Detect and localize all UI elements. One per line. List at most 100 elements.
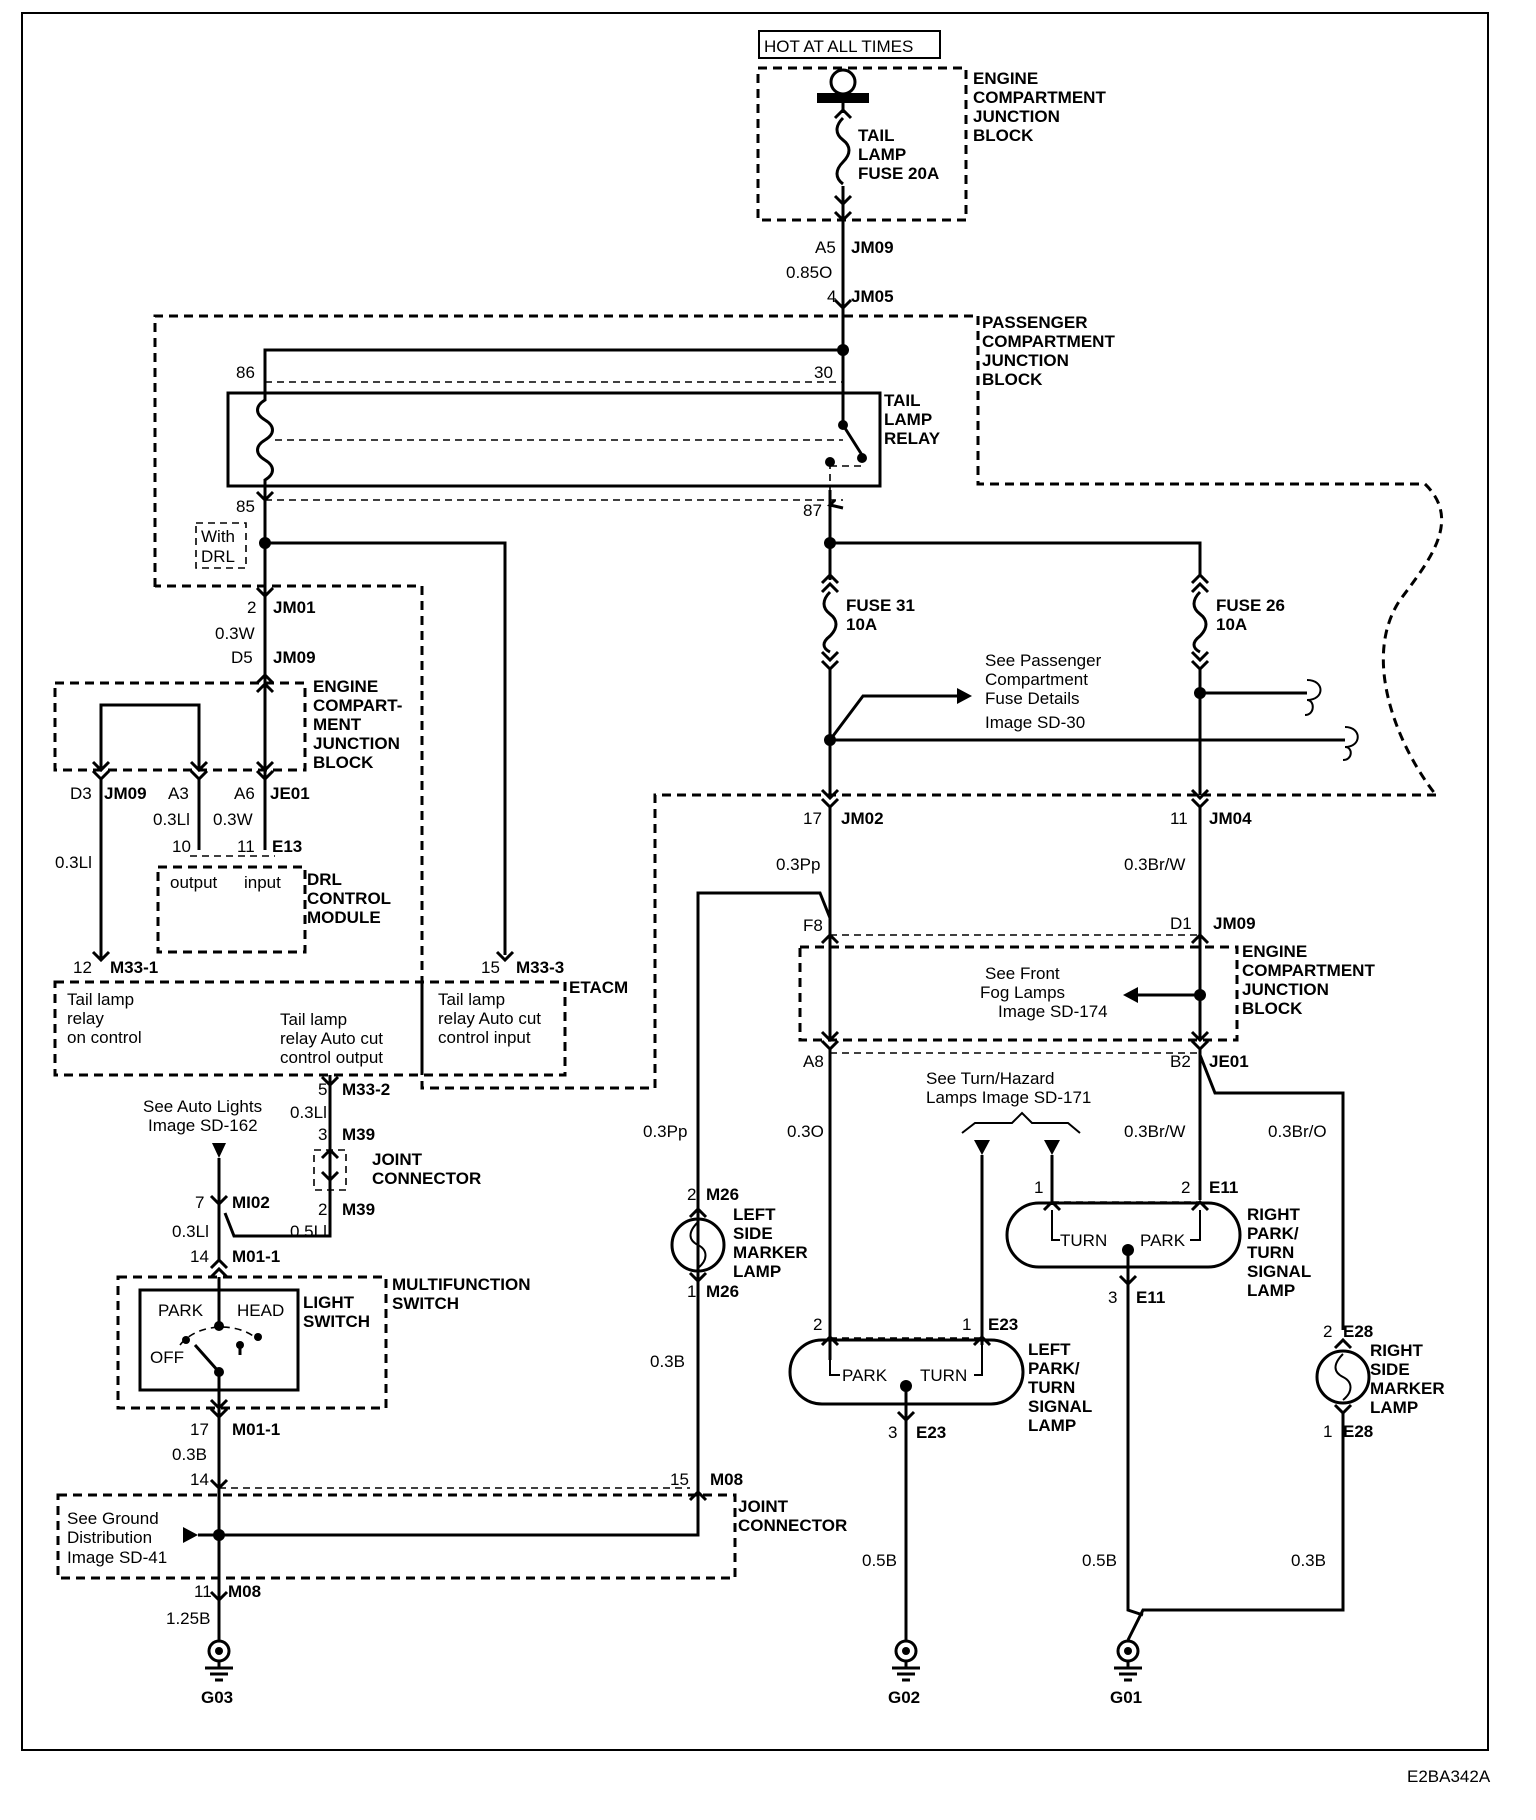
- wire-0.5li: 0.5Ll: [290, 1222, 327, 1241]
- wire-0.3b-a: 0.3B: [172, 1445, 207, 1464]
- svg-text:ENGINE: ENGINE: [1242, 942, 1307, 961]
- fuse-26-label: FUSE 26 10A: [1216, 596, 1285, 634]
- svg-text:control output: control output: [280, 1048, 383, 1067]
- etacm-label: ETACM: [569, 978, 628, 997]
- m26-1-conn: M26: [706, 1282, 739, 1301]
- svg-text:FUSE 31: FUSE 31: [846, 596, 915, 615]
- svg-text:See Ground: See Ground: [67, 1509, 159, 1528]
- light-switch-contact-icon: [193, 1277, 221, 1418]
- svg-text:LEFT: LEFT: [1028, 1340, 1071, 1359]
- svg-text:CONNECTOR: CONNECTOR: [738, 1516, 847, 1535]
- e11-1-pin: 1: [1034, 1178, 1043, 1197]
- jm09-a5-conn: JM09: [851, 238, 894, 257]
- svg-text:10A: 10A: [1216, 615, 1247, 634]
- joint-connector-bottom: [56, 1493, 737, 1580]
- e28-1-pin: 1: [1323, 1422, 1332, 1441]
- e28-2-pin: 2: [1323, 1322, 1332, 1341]
- m01-17-conn: M01-1: [232, 1420, 280, 1439]
- joint-connector-top: [313, 1149, 347, 1191]
- switch-park-label: PARK: [158, 1301, 204, 1320]
- svg-text:SIGNAL: SIGNAL: [1028, 1397, 1092, 1416]
- svg-text:LAMP: LAMP: [884, 410, 932, 429]
- diagram-frame: [21, 12, 1489, 1751]
- left-lamp-turn-label: TURN: [920, 1366, 967, 1385]
- see-ground-distribution-label: See Ground Distribution Image SD-41: [67, 1509, 167, 1567]
- svg-text:SWITCH: SWITCH: [392, 1294, 459, 1313]
- tail-autocut-input-label: Tail lamp relay Auto cut control input: [438, 990, 541, 1047]
- relay-coil-icon: [256, 382, 274, 498]
- svg-text:JUNCTION: JUNCTION: [982, 351, 1069, 370]
- svg-text:FUSE 20A: FUSE 20A: [858, 164, 939, 183]
- m26-1-pin: 1: [687, 1282, 696, 1301]
- svg-text:CONTROL: CONTROL: [307, 889, 391, 908]
- wire-0.3b-b: 0.3B: [650, 1352, 685, 1371]
- multifunction-switch-box: [116, 1275, 388, 1410]
- svg-text:FUSE 26: FUSE 26: [1216, 596, 1285, 615]
- tail-lamp-fuse-label: TAIL LAMP FUSE 20A: [858, 126, 939, 183]
- mi02-7-conn: MI02: [232, 1193, 270, 1212]
- wire-0.3bro: 0.3Br/O: [1268, 1122, 1327, 1141]
- tail-on-control-label: Tail lamp relay on control: [67, 990, 142, 1047]
- drl-pin-11: 11: [237, 837, 255, 856]
- m33-2-pin: 5: [318, 1080, 327, 1099]
- wire-0.3w-a: 0.3W: [215, 624, 255, 643]
- svg-text:LAMP: LAMP: [858, 145, 906, 164]
- svg-text:control input: control input: [438, 1028, 531, 1047]
- a3-pin: A3: [168, 784, 189, 803]
- svg-text:Distribution: Distribution: [67, 1528, 152, 1547]
- wire-0.3li-a: 0.3Ll: [153, 810, 190, 829]
- svg-text:MENT: MENT: [313, 715, 362, 734]
- m39-3-conn: M39: [342, 1125, 375, 1144]
- jm09-d5-conn: JM09: [273, 648, 316, 667]
- m33-3-conn: M33-3: [516, 958, 564, 977]
- svg-text:ENGINE: ENGINE: [973, 69, 1038, 88]
- jm09-d5-pin: D5: [231, 648, 253, 667]
- svg-text:Lamps Image SD-171: Lamps Image SD-171: [926, 1088, 1091, 1107]
- wire-0.3brw-a: 0.3Br/W: [1124, 855, 1185, 874]
- tail-autocut-output-label: Tail lamp relay Auto cut control output: [280, 1010, 383, 1067]
- svg-text:See Passenger: See Passenger: [985, 651, 1102, 670]
- svg-text:SIDE: SIDE: [1370, 1360, 1410, 1379]
- svg-text:BLOCK: BLOCK: [973, 126, 1034, 145]
- switch-off-label: OFF: [150, 1348, 184, 1367]
- a6-conn: JE01: [270, 784, 310, 803]
- ground-g01-icon: [1114, 1639, 1142, 1682]
- jm01-2-conn: JM01: [273, 598, 316, 617]
- m39-2-pin: 2: [318, 1200, 327, 1219]
- e23-2-pin: 2: [813, 1315, 822, 1334]
- svg-text:Fuse Details: Fuse Details: [985, 689, 1079, 708]
- svg-text:JUNCTION: JUNCTION: [313, 734, 400, 753]
- svg-text:Tail lamp: Tail lamp: [280, 1010, 347, 1029]
- e28-2-conn: E28: [1343, 1322, 1373, 1341]
- svg-text:SWITCH: SWITCH: [303, 1312, 370, 1331]
- m33-1-conn: M33-1: [110, 958, 158, 977]
- e23-3-pin: 3: [888, 1423, 897, 1442]
- wire-0.3pp-a: 0.3Pp: [776, 855, 820, 874]
- m39-3-pin: 3: [318, 1125, 327, 1144]
- right-park-turn-label: RIGHT PARK/ TURN SIGNAL LAMP: [1247, 1205, 1311, 1300]
- svg-text:RIGHT: RIGHT: [1370, 1341, 1424, 1360]
- turn-hazard-arrow-right-icon: [1044, 1140, 1060, 1155]
- d3-conn: JM09: [104, 784, 147, 803]
- wire-0.3b-c: 0.3B: [1291, 1551, 1326, 1570]
- fuse-26-icon: [1190, 572, 1210, 795]
- svg-text:Image SD-41: Image SD-41: [67, 1548, 167, 1567]
- svg-text:JUNCTION: JUNCTION: [1242, 980, 1329, 999]
- fuse-31-label: FUSE 31 10A: [846, 596, 915, 634]
- svg-text:SIGNAL: SIGNAL: [1247, 1262, 1311, 1281]
- multifunction-switch-label: MULTIFUNCTION SWITCH: [392, 1275, 531, 1313]
- svg-text:TURN: TURN: [1247, 1243, 1294, 1262]
- mi02-7-pin: 7: [195, 1193, 204, 1212]
- svg-text:ENGINE: ENGINE: [313, 677, 378, 696]
- e28-1-conn: E28: [1343, 1422, 1373, 1441]
- svg-text:JUNCTION: JUNCTION: [973, 107, 1060, 126]
- ecjb-right-label: ENGINE COMPARTMENT JUNCTION BLOCK: [1242, 942, 1375, 1018]
- engine-compartment-junction-block-mid: [53, 681, 307, 772]
- see-front-fog-lamps-label: See Front Fog Lamps Image SD-174: [980, 964, 1108, 1021]
- svg-text:DRL: DRL: [307, 870, 342, 889]
- svg-text:COMPARTMENT: COMPARTMENT: [973, 88, 1106, 107]
- with-drl-label-1: With: [201, 527, 235, 546]
- svg-text:MODULE: MODULE: [307, 908, 381, 927]
- tail-lamp-relay-box: [226, 391, 882, 488]
